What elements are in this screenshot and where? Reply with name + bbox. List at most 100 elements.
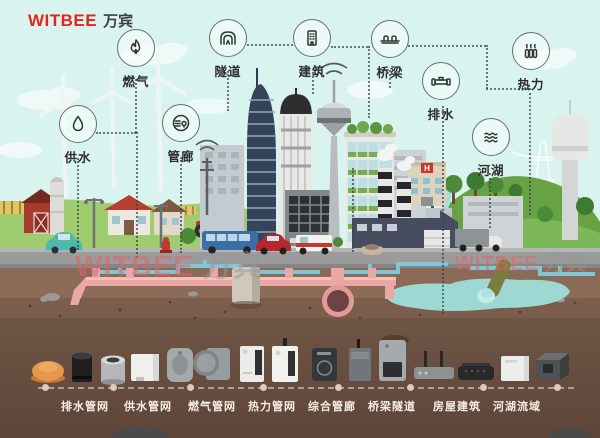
product-devices xyxy=(31,338,569,385)
device-dark-ring-box xyxy=(312,348,337,381)
baseline-dot xyxy=(110,384,117,391)
svg-text:H: H xyxy=(424,164,430,173)
water-drop-icon xyxy=(59,105,97,143)
water-tower xyxy=(552,100,588,240)
telecom-mast xyxy=(195,139,219,215)
waves-icon xyxy=(472,118,510,156)
product-label-gas-network: 燃气管网 xyxy=(188,401,236,413)
baseline-dot xyxy=(187,384,194,391)
house-red-roof xyxy=(104,195,154,235)
device-white-panel-box xyxy=(240,346,264,382)
truck xyxy=(455,229,502,252)
ambulance xyxy=(296,235,332,255)
connector xyxy=(486,88,528,90)
device-dark-cube xyxy=(536,353,569,380)
category-label: 建筑 xyxy=(298,65,326,79)
category-tunnel: 隧道 xyxy=(198,19,258,80)
baseline-dot xyxy=(480,384,487,391)
outfall-pipe xyxy=(477,259,511,303)
category-label: 热力 xyxy=(517,78,545,92)
device-gray-pod-sensor xyxy=(167,348,193,382)
category-label: 供水 xyxy=(64,151,92,165)
pipe-icon xyxy=(422,62,460,100)
baseline-dot xyxy=(42,384,49,391)
crops-fence xyxy=(0,201,196,215)
category-building: 建筑 xyxy=(282,19,342,80)
connector xyxy=(312,72,314,94)
device-black-cylinder-sensor xyxy=(72,352,92,382)
product-label-water-network: 供水管网 xyxy=(124,401,172,413)
category-utility-tunnel: 管廊 xyxy=(151,104,211,165)
connector xyxy=(96,132,136,134)
flame-icon xyxy=(117,29,155,67)
connector xyxy=(489,173,491,228)
connector xyxy=(227,71,229,111)
hospital: H xyxy=(408,162,446,206)
device-black-gateway xyxy=(458,363,494,380)
bus xyxy=(202,231,258,254)
device-antenna-white-box xyxy=(272,338,298,382)
connector xyxy=(331,46,368,48)
manhole-mound xyxy=(360,244,384,255)
street-lamp xyxy=(84,198,168,248)
connector xyxy=(486,45,488,89)
silo xyxy=(50,177,64,235)
building-icon xyxy=(293,19,331,57)
connector xyxy=(529,88,531,215)
connector xyxy=(180,157,182,253)
watermark-en: WITBEE xyxy=(455,253,539,275)
watermark-en: WITBEE xyxy=(75,251,194,283)
product-label-utility-tunnel: 综合管廊 xyxy=(308,401,356,413)
connector xyxy=(368,46,370,118)
connector xyxy=(77,158,79,250)
device-manhole-sensor xyxy=(31,361,65,383)
baseline-dot xyxy=(554,384,561,391)
connector xyxy=(135,79,137,133)
category-river-lake: 河湖 xyxy=(461,118,521,179)
pipe-gallery-icon xyxy=(162,104,200,142)
product-baseline xyxy=(38,387,574,389)
teal-car xyxy=(46,232,82,254)
product-label-heat-network: 热力管网 xyxy=(248,401,296,413)
connector xyxy=(247,44,293,46)
watermark: WITBEE 万宾 xyxy=(75,243,263,285)
category-label: 燃气 xyxy=(122,75,150,89)
device-tall-gray-box xyxy=(379,340,406,381)
category-water-supply: 供水 xyxy=(48,105,108,166)
category-bridge: 桥梁 xyxy=(360,20,420,81)
baseline-dot xyxy=(335,384,342,391)
brand-logo-cn: 万宾 xyxy=(103,13,134,30)
bridge-icon xyxy=(371,20,409,58)
device-router xyxy=(414,351,454,379)
brand-logo: WITBEE 万宾 xyxy=(28,10,133,31)
connector xyxy=(408,45,486,47)
product-label-river-lake-basin: 河湖流域 xyxy=(493,401,541,413)
device-disc-sensor xyxy=(193,348,230,380)
buried-tank xyxy=(230,267,262,309)
category-label: 排水 xyxy=(427,108,455,122)
fire-hydrant xyxy=(160,237,172,253)
category-label: 管廊 xyxy=(167,150,195,164)
soil-layer-3 xyxy=(0,318,600,438)
watermark-cn: 万宾 xyxy=(545,253,588,275)
watermark: WITBEE 万宾 xyxy=(455,247,587,276)
connector xyxy=(442,106,444,314)
watermark-cn: 万宾 xyxy=(202,251,263,283)
brand-logo-en: WITBEE xyxy=(28,11,98,30)
red-car xyxy=(256,233,291,255)
device-white-box-sensor xyxy=(131,354,159,381)
product-label-drainage-network: 排水管网 xyxy=(61,401,109,413)
connector xyxy=(389,70,391,88)
baseline-dot xyxy=(407,384,414,391)
connector xyxy=(136,132,138,258)
product-label-housing-building: 房屋建筑 xyxy=(433,401,481,413)
category-gas: 燃气 xyxy=(106,29,166,90)
baseline-dot xyxy=(260,384,267,391)
device-steel-cylinder-sensor xyxy=(101,355,125,385)
category-heat: 热力 xyxy=(501,32,561,93)
gray-building xyxy=(285,190,335,253)
radiator-icon xyxy=(512,32,550,70)
device-white-panel xyxy=(501,356,529,381)
device-gray-antenna-box xyxy=(349,339,371,381)
